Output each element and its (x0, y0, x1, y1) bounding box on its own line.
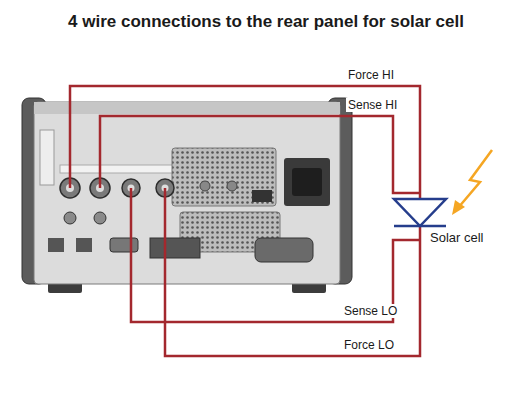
panel-body (34, 102, 340, 284)
serial-port (110, 238, 138, 252)
force-hi-wire (70, 86, 420, 199)
power-inlet (284, 158, 330, 206)
usb-port (252, 190, 272, 202)
force-lo-wire (165, 188, 420, 356)
ground-screw (227, 181, 237, 191)
light-arrow (458, 150, 492, 208)
label-plate (40, 130, 54, 185)
gpib-connector (255, 238, 313, 262)
light-arrow-head (452, 200, 465, 215)
wires (70, 86, 420, 356)
lan-ports (150, 238, 200, 258)
wire-label: Sense LO (342, 304, 399, 318)
ground-screw (200, 181, 210, 191)
ethernet-port (48, 238, 64, 252)
power-socket (292, 168, 322, 196)
sense-lo-wire (131, 188, 420, 322)
title: 4 wire connections to the rear panel for… (0, 12, 532, 32)
triax-jack (94, 212, 106, 224)
wire-label: Sense HI (346, 98, 399, 112)
fan-grille (172, 148, 276, 206)
wire-label: Force HI (346, 68, 396, 82)
triax-jack (64, 212, 76, 224)
wire-label: Force LO (342, 338, 396, 352)
diode-bar (394, 225, 446, 228)
usb-port (76, 238, 92, 252)
top-strip (34, 102, 340, 114)
sense-hi-wire (100, 116, 420, 193)
solar-cell-symbol (394, 150, 492, 226)
component-label: Solar cell (428, 231, 485, 245)
instrument-rear-panel (22, 98, 352, 293)
label-plate (60, 165, 178, 173)
diode-triangle (394, 199, 446, 226)
